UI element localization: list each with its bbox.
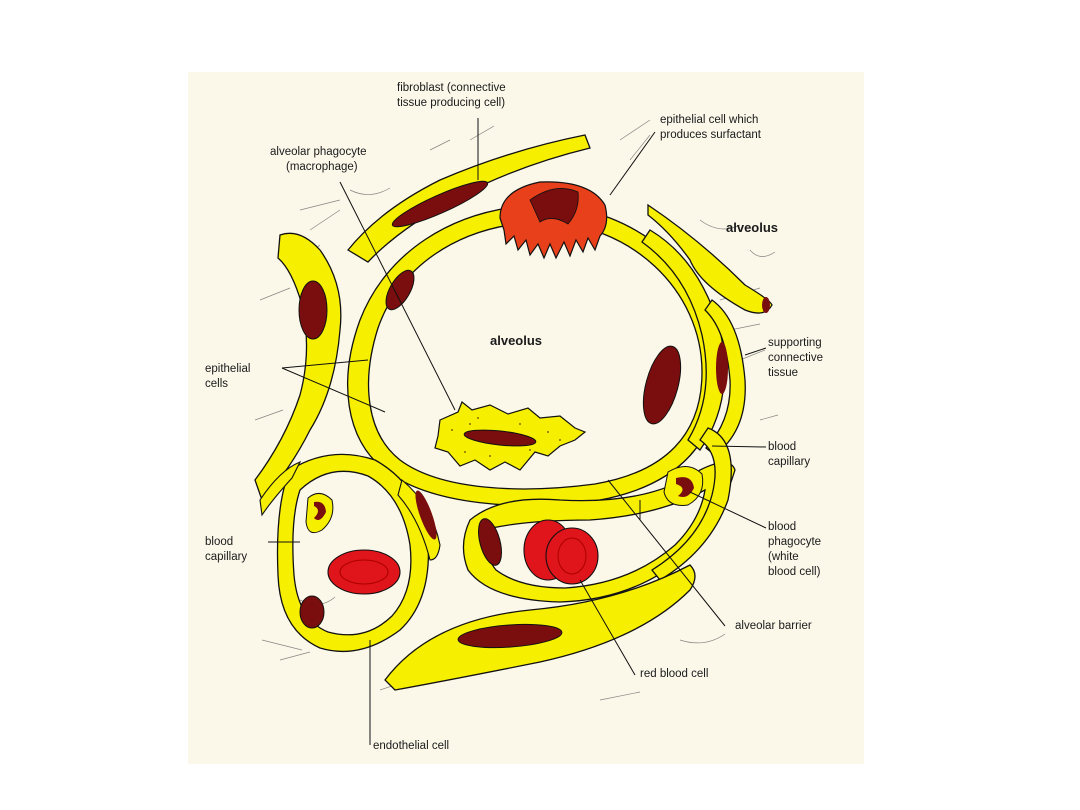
- right-connective-nucleus: [716, 342, 728, 394]
- label-fibroblast-1: fibroblast (connective: [397, 82, 506, 94]
- label-epithelial-surfactant-1: epithelial cell which: [660, 114, 759, 126]
- label-red-blood-cell: red blood cell: [640, 668, 709, 680]
- left-capillary-nucleus: [299, 595, 325, 629]
- label-blood-phagocyte-1: blood: [768, 521, 797, 533]
- label-blood-phagocyte-4: blood cell): [768, 566, 821, 578]
- label-phagocyte-2: (macrophage): [286, 161, 358, 173]
- label-supporting-3: tissue: [768, 367, 799, 379]
- label-supporting-2: connective: [768, 352, 823, 364]
- right-wall-nucleus: [642, 345, 682, 425]
- right-wall-cell: [641, 229, 726, 451]
- label-endothelial-cell: endothelial cell: [373, 740, 450, 752]
- label-alveolus-center: alveolus: [490, 333, 543, 348]
- label-blood-capillary-left-2: capillary: [205, 551, 248, 563]
- label-phagocyte-1: alveolar phagocyte: [270, 146, 367, 158]
- alveolar-nucleus-left: [385, 269, 415, 311]
- surfactant-cell: [499, 181, 608, 260]
- label-blood-capillary-right-1: blood: [768, 441, 797, 453]
- bottom-endothelial-nucleus: [457, 623, 563, 649]
- label-epithelial-cells-2: cells: [205, 378, 229, 390]
- fibroblast-nucleus: [391, 180, 489, 228]
- label-epithelial-surfactant-2: produces surfactant: [660, 129, 762, 141]
- label-supporting-1: supporting: [768, 337, 822, 349]
- left-cell-nucleus: [298, 280, 328, 340]
- label-alveolus-top: alveolus: [726, 220, 779, 235]
- label-blood-capillary-left-1: blood: [205, 536, 234, 548]
- label-alveolar-barrier: alveolar barrier: [735, 620, 812, 632]
- label-blood-capillary-right-2: capillary: [768, 456, 811, 468]
- far-right-nucleus: [762, 297, 770, 313]
- leader-lines: [268, 118, 767, 745]
- label-blood-phagocyte-2: phagocyte: [768, 536, 822, 548]
- label-blood-phagocyte-3: (white: [768, 551, 799, 563]
- bottom-left-cell: [259, 460, 302, 517]
- alveolar-macrophage: [434, 401, 587, 471]
- label-epithelial-cells-1: epithelial: [205, 363, 251, 375]
- center-capillary-nucleus: [478, 518, 502, 566]
- label-fibroblast-2: tissue producing cell): [397, 97, 506, 109]
- red-blood-cell-left: [327, 549, 401, 595]
- red-blood-cell-center: [523, 519, 599, 585]
